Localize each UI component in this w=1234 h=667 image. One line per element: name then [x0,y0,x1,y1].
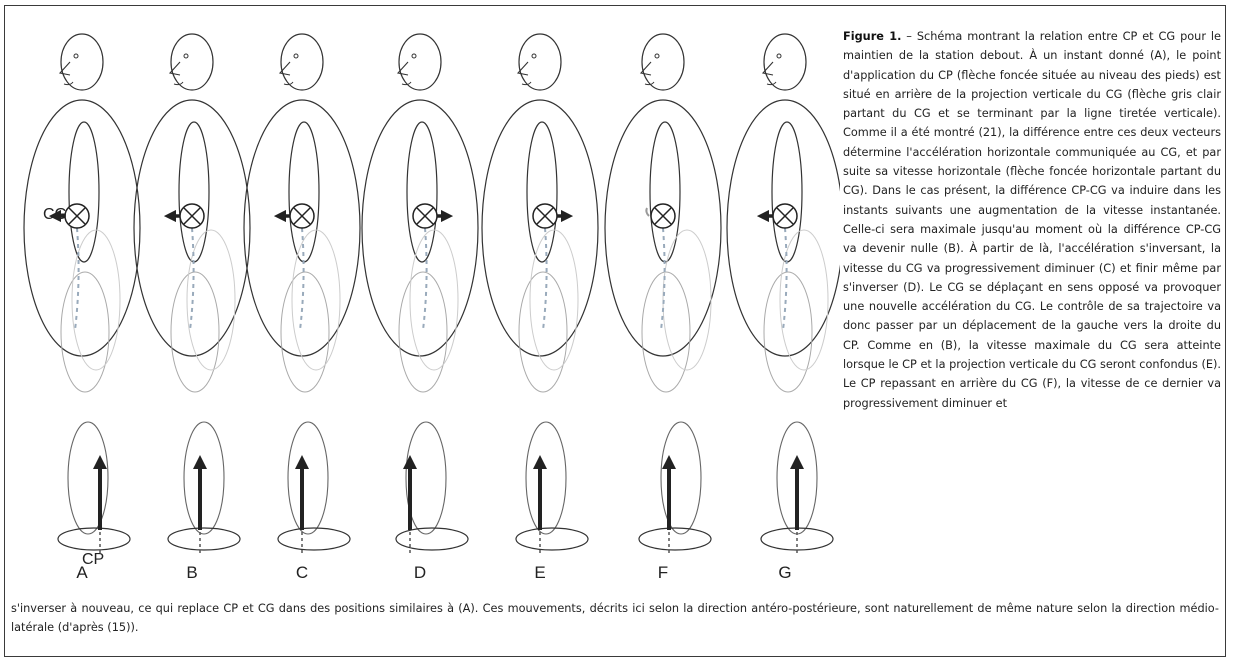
cg-projection-line [190,228,194,330]
caption-text: – Schéma montrant la relation entre CP e… [843,30,1221,410]
eye-outline [294,54,298,58]
trunk-outline [69,122,99,262]
cg-projection-line [423,228,427,330]
eye-outline [532,54,536,58]
figure-panel-d: D [362,34,478,582]
eye-outline [184,54,188,58]
foot-outline [168,528,240,550]
panel-label: D [414,563,426,582]
lower-leg-outline [184,422,224,534]
figure-panel-g: G [727,34,840,582]
trunk-outline [407,122,437,262]
panel-label: F [658,563,668,582]
upper-leg-outline [281,272,329,392]
cg-projection-line [75,228,79,330]
head-outline [61,34,103,90]
thigh-outline [663,230,711,370]
head-outline [171,34,213,90]
figure-panel-c: C [244,34,360,582]
thigh-outline [292,230,340,370]
torso-outline [362,100,478,356]
schematic: A B C D E F G CG CP [0,0,840,600]
eye-outline [655,54,659,58]
figure-caption-continued: s'inverser à nouveau, ce qui replace CP … [11,599,1219,638]
cg-projection-line [783,228,787,330]
trunk-outline [650,122,680,262]
panel-label: C [296,563,308,582]
cg-projection-line [661,228,665,330]
thigh-outline [410,230,458,370]
trunk-outline [289,122,319,262]
figure-label: Figure 1. [843,30,901,43]
head-outline [764,34,806,90]
figure-panel-e: E [482,34,598,582]
panel-label: B [186,563,197,582]
velocity-arrow [646,208,649,216]
panel-label: E [534,563,545,582]
figure-caption: Figure 1. – Schéma montrant la relation … [843,27,1221,413]
upper-leg-outline [764,272,812,392]
trunk-outline [772,122,802,262]
figure-panel-b: B [134,34,250,582]
head-outline [399,34,441,90]
torso-outline [24,100,140,356]
panel-label: G [778,563,791,582]
lower-leg-outline [288,422,328,534]
upper-leg-outline [519,272,567,392]
head-outline [642,34,684,90]
lower-leg-outline [526,422,566,534]
trunk-outline [527,122,557,262]
figure-panel-a: A [24,34,140,582]
eye-outline [74,54,78,58]
trunk-outline [179,122,209,262]
eye-outline [412,54,416,58]
cg-label: CG [43,206,67,223]
upper-leg-outline [399,272,447,392]
upper-leg-outline [171,272,219,392]
eye-outline [777,54,781,58]
cp-label: CP [82,551,104,568]
head-outline [281,34,323,90]
upper-leg-outline [61,272,109,392]
head-outline [519,34,561,90]
cg-projection-line [543,228,547,330]
torso-outline [482,100,598,356]
figure-panel-f: F [605,34,721,582]
thigh-outline [530,230,578,370]
thigh-outline [72,230,120,370]
